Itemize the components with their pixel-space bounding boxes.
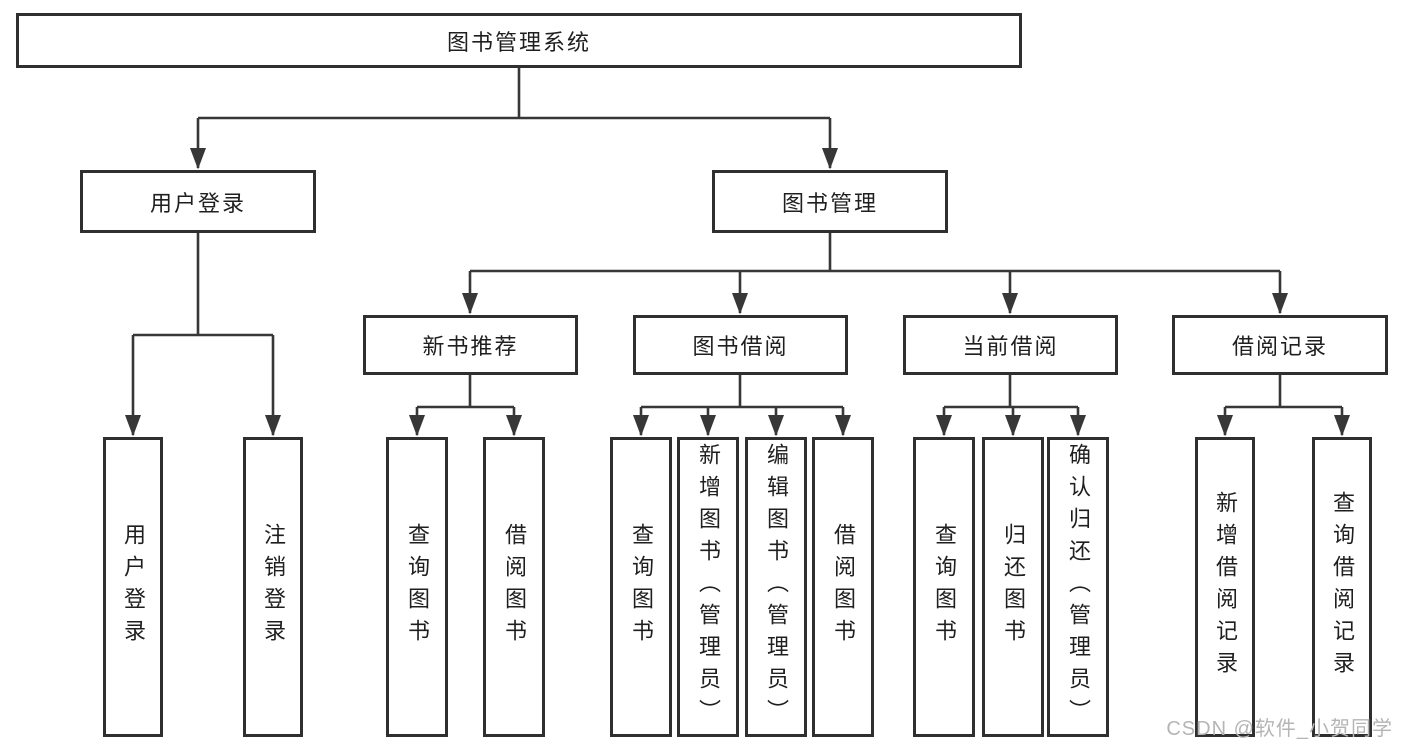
- node-label: 图书管理系统: [446, 29, 591, 55]
- leaf-query-books-recommend: 查询图书: [386, 437, 448, 737]
- node-label: 查询图书: [932, 523, 957, 651]
- leaf-logout: 注销登录: [243, 437, 303, 737]
- leaf-return-books: 归还图书: [982, 437, 1044, 737]
- node-current-borrowing: 当前借阅: [903, 315, 1118, 375]
- node-label: 用户登录: [149, 190, 246, 216]
- node-new-book-recommendation: 新书推荐: [363, 315, 578, 375]
- leaf-user-login: 用户登录: [103, 437, 163, 737]
- leaf-query-books-current: 查询图书: [913, 437, 975, 737]
- node-label: 借阅图书: [831, 523, 856, 651]
- leaf-borrow-books-recommend: 借阅图书: [483, 437, 545, 737]
- node-label: 当前借阅: [962, 334, 1059, 359]
- node-label: 新书推荐: [422, 334, 519, 359]
- leaf-add-books-admin: 新增图书（管理员）: [677, 437, 739, 737]
- node-label: 图书借阅: [692, 334, 789, 359]
- node-label: 查询图书: [629, 523, 654, 651]
- leaf-add-borrow-record: 新增借阅记录: [1195, 437, 1255, 737]
- leaf-confirm-return-admin: 确认归还（管理员）: [1047, 437, 1109, 737]
- node-label: 图书管理: [781, 190, 878, 216]
- node-library-management-system: 图书管理系统: [16, 13, 1022, 68]
- leaf-edit-books-admin: 编辑图书（管理员）: [745, 437, 807, 737]
- leaf-query-borrow-record: 查询借阅记录: [1312, 437, 1372, 737]
- node-label: 编辑图书（管理员）: [764, 443, 789, 731]
- node-label: 新增借阅记录: [1213, 491, 1238, 683]
- node-borrowing-records: 借阅记录: [1172, 315, 1388, 375]
- node-book-borrowing: 图书借阅: [633, 315, 848, 375]
- csdn-watermark: CSDN @软件_小贺同学: [1166, 718, 1393, 740]
- node-label: 借阅记录: [1231, 334, 1328, 359]
- node-user-login: 用户登录: [80, 170, 316, 233]
- node-label: 新增图书（管理员）: [696, 443, 721, 731]
- node-label: 确认归还（管理员）: [1066, 443, 1091, 731]
- node-label: 用户登录: [121, 523, 146, 651]
- leaf-query-books-borrow: 查询图书: [610, 437, 672, 737]
- node-label: 查询借阅记录: [1330, 491, 1355, 683]
- node-book-management: 图书管理: [712, 170, 948, 233]
- node-label: 注销登录: [261, 523, 286, 651]
- leaf-borrow-books: 借阅图书: [812, 437, 874, 737]
- node-label: 查询图书: [405, 523, 430, 651]
- node-label: 借阅图书: [502, 523, 527, 651]
- node-label: 归还图书: [1001, 523, 1026, 651]
